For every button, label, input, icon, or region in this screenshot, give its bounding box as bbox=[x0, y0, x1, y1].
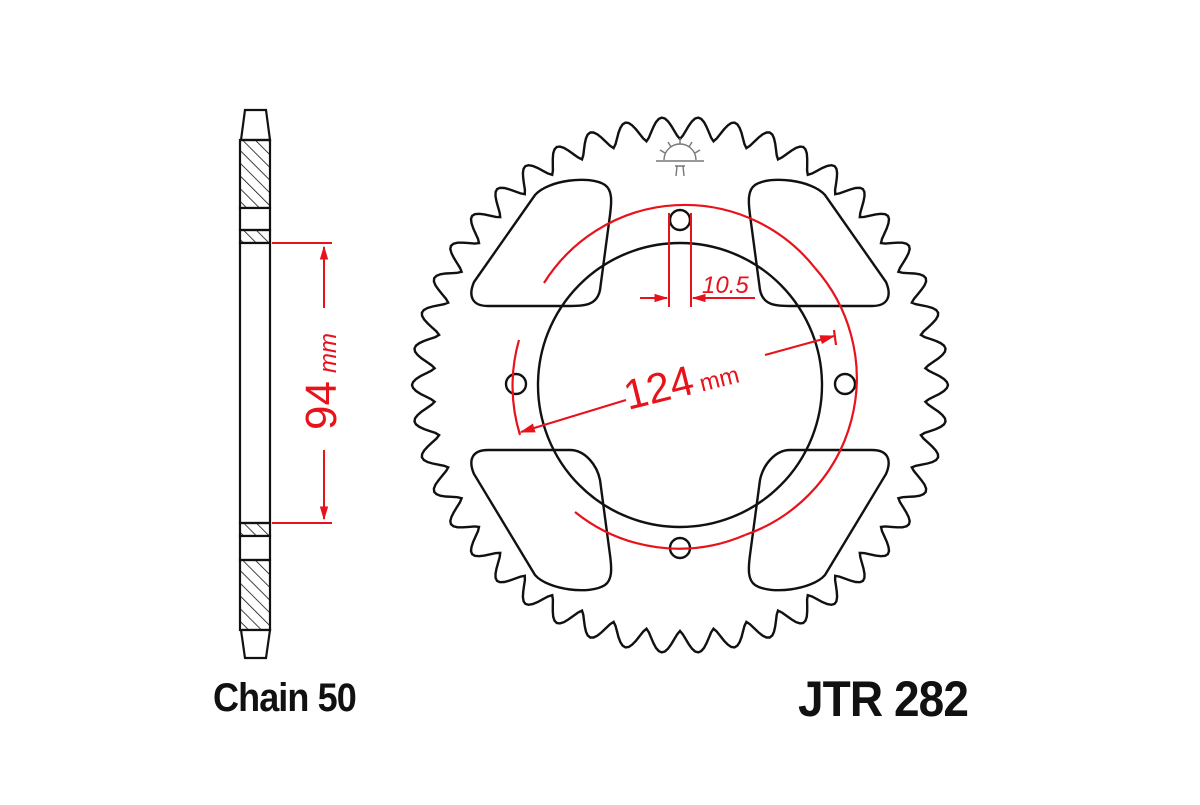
sprocket-front-view: 124mm 10.5 bbox=[410, 116, 950, 654]
bolt-circle-dimension bbox=[511, 203, 858, 550]
hub-width-value: 94mm bbox=[297, 333, 346, 430]
bolt-hole-value: 10.5 bbox=[702, 272, 749, 299]
side-profile-view bbox=[238, 108, 272, 660]
manufacturer-logo-icon bbox=[656, 138, 704, 177]
cutout-bottom-left bbox=[470, 448, 613, 592]
hatch-bottom bbox=[238, 558, 272, 632]
hub-width-dimension bbox=[272, 242, 332, 524]
tooth-profile-bottom bbox=[239, 628, 272, 660]
bolt-hole-right bbox=[833, 372, 857, 396]
cutout-bottom-right bbox=[747, 448, 890, 592]
hub-body bbox=[238, 241, 272, 525]
bolt-circle-value: 124mm bbox=[619, 345, 743, 419]
bolt-hole-dimension bbox=[640, 213, 755, 307]
hatch-hub-top bbox=[238, 228, 272, 245]
bolt-hole-top bbox=[668, 208, 692, 232]
cutout-top-right bbox=[747, 178, 890, 308]
hatch-hub-bottom bbox=[238, 521, 272, 538]
hatch-top bbox=[238, 138, 272, 210]
cutout-top-left bbox=[470, 178, 613, 308]
part-number-label: JTR 282 bbox=[798, 671, 969, 727]
center-bore bbox=[536, 241, 824, 529]
tooth-profile-top bbox=[239, 108, 272, 142]
chain-size-label: Chain 50 bbox=[213, 676, 357, 720]
lightening-cutouts bbox=[470, 178, 890, 592]
bolt-hole-left bbox=[504, 372, 528, 396]
sprocket-teeth-outline bbox=[410, 116, 950, 654]
